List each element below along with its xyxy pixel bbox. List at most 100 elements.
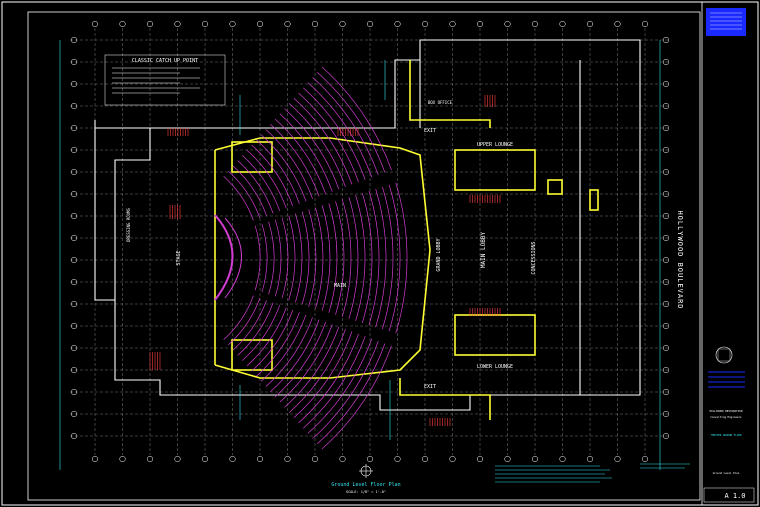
seat-row bbox=[312, 340, 379, 439]
seat-row bbox=[308, 209, 317, 307]
grid-bubble bbox=[662, 322, 670, 330]
grid-bubble bbox=[662, 36, 670, 44]
grid-bubble bbox=[256, 455, 264, 463]
drawing-border bbox=[27, 11, 701, 501]
label-concessions: CONCESSIONS bbox=[531, 241, 537, 274]
grid-bubble bbox=[119, 20, 126, 28]
seat-row bbox=[274, 321, 327, 398]
seat-row bbox=[293, 97, 353, 185]
grid-bubble bbox=[70, 36, 78, 44]
grid-bubble bbox=[201, 20, 209, 28]
grid-bubble bbox=[146, 20, 154, 28]
grid-bubble bbox=[174, 455, 181, 463]
street-label: HOLLYWOOD BOULEVARD bbox=[676, 210, 684, 309]
seat-row bbox=[328, 203, 338, 313]
seat-row bbox=[341, 199, 352, 317]
seat-row bbox=[288, 328, 346, 413]
grid-bubble bbox=[70, 146, 78, 154]
seat-row bbox=[368, 190, 380, 326]
grid-bubble bbox=[586, 20, 594, 28]
grid-bubble bbox=[476, 20, 484, 28]
seat-row bbox=[260, 314, 307, 382]
legend-block: CLASSIC CATCH UP POINT bbox=[104, 54, 226, 106]
grid-bubble bbox=[662, 300, 670, 308]
seal-icon bbox=[715, 346, 733, 364]
grid-bubble bbox=[70, 168, 78, 176]
label-dressing: DRESSING ROOMS bbox=[126, 208, 131, 242]
grid-bubble bbox=[504, 455, 511, 463]
grid-bubble bbox=[662, 344, 670, 352]
orchestra-pit bbox=[224, 217, 242, 299]
titleblock-firm: HOLLYWOOD RESTORATION bbox=[710, 409, 743, 413]
seat-row bbox=[301, 211, 310, 305]
seat-row bbox=[348, 197, 359, 319]
stage-apron bbox=[214, 214, 234, 301]
seat-row bbox=[317, 343, 386, 445]
grid-bubble bbox=[70, 322, 78, 330]
seat-row bbox=[298, 333, 359, 424]
seat-row bbox=[279, 324, 333, 403]
stair-hatches bbox=[149, 95, 501, 426]
label-grand-lobby: GRAND LOBBY bbox=[436, 238, 442, 271]
grid-bubble bbox=[311, 20, 319, 28]
grid-bubble bbox=[91, 455, 99, 463]
grid-bubble bbox=[662, 278, 670, 286]
seat-row bbox=[288, 103, 346, 188]
drawing-title: Ground Level Floor Plan bbox=[331, 482, 400, 488]
seat-row bbox=[270, 123, 320, 197]
grid-bubble bbox=[70, 344, 78, 352]
grid-bubble bbox=[614, 20, 621, 28]
title-block: HOLLYWOOD RESTORATION Consulting Enginee… bbox=[703, 8, 755, 503]
grid-bubble bbox=[70, 80, 78, 88]
seat-row bbox=[302, 87, 366, 180]
grid-bubble bbox=[504, 20, 511, 28]
seat-row bbox=[382, 186, 394, 330]
grid-bubble bbox=[174, 20, 181, 28]
seat-row bbox=[274, 118, 327, 195]
label-exit-bottom: EXIT bbox=[424, 384, 436, 390]
grid-bubble bbox=[366, 20, 374, 28]
grid-bubble bbox=[394, 20, 401, 28]
drawing-scale: SCALE: 1/8" = 1'-0" bbox=[346, 490, 386, 494]
grid-bubble bbox=[70, 432, 78, 440]
grid-bubble bbox=[256, 20, 264, 28]
grid-bubble bbox=[229, 455, 236, 463]
seat-row bbox=[251, 309, 294, 372]
grid-bubble bbox=[476, 455, 484, 463]
grid-bubble bbox=[70, 102, 78, 110]
grid-bubble bbox=[70, 256, 78, 264]
grid-bubble bbox=[449, 455, 456, 463]
grid-bubble bbox=[662, 80, 670, 88]
seat-row bbox=[321, 345, 392, 450]
seat-row bbox=[388, 184, 401, 332]
grid-bubble bbox=[559, 20, 566, 28]
seat-row bbox=[270, 319, 320, 393]
grid-bubble bbox=[421, 455, 429, 463]
label-box-office: BOX OFFICE bbox=[428, 100, 453, 105]
seat-row bbox=[375, 188, 387, 328]
sheet-number: A 1.0 bbox=[724, 492, 745, 500]
grid-bubble bbox=[662, 256, 670, 264]
grid-bubble bbox=[284, 455, 291, 463]
grid-bubble bbox=[641, 455, 649, 463]
grid-bubble bbox=[662, 102, 670, 110]
seat-row bbox=[295, 213, 303, 303]
seat-row bbox=[242, 305, 281, 361]
grid-bubble bbox=[91, 20, 99, 28]
seat-row bbox=[246, 149, 287, 209]
grid-bubble bbox=[70, 58, 78, 66]
grid-bubble bbox=[662, 58, 670, 66]
seat-row bbox=[228, 170, 261, 219]
grid-bubble bbox=[662, 124, 670, 132]
seat-row bbox=[321, 66, 392, 171]
grid-bubble bbox=[70, 300, 78, 308]
label-main-lobby: MAIN LOBBY bbox=[480, 232, 487, 269]
auditorium-seating bbox=[223, 66, 408, 450]
grid-bubble bbox=[366, 455, 374, 463]
seat-row bbox=[228, 297, 261, 346]
seat-row bbox=[361, 192, 373, 324]
titleblock-project: THEATER GROUND FLOOR bbox=[710, 433, 742, 437]
seat-row bbox=[260, 134, 307, 202]
grid-bubble bbox=[284, 20, 291, 28]
